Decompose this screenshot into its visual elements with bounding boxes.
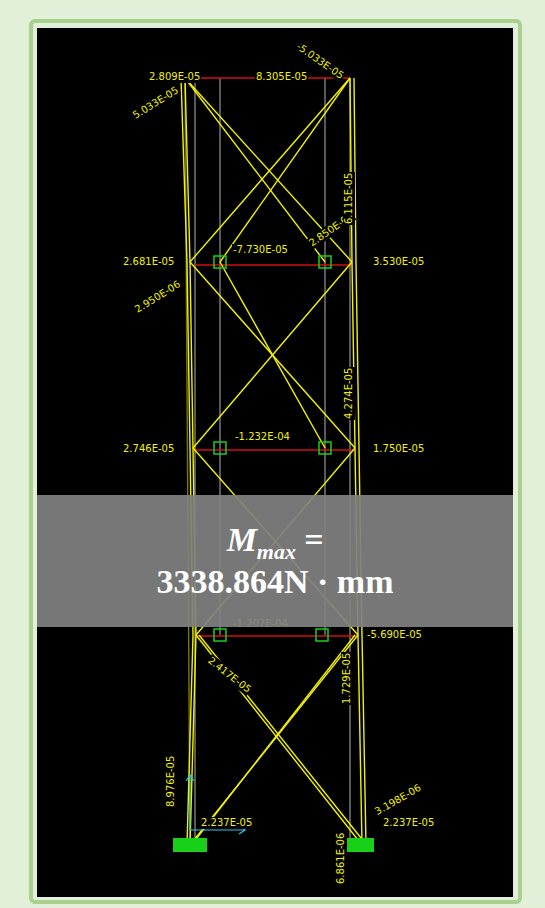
result-value: 3.530E-05 <box>372 256 425 268</box>
result-value: -1.232E-04 <box>234 431 291 443</box>
formula-text: M <box>227 521 257 559</box>
result-value: 2.809E-05 <box>148 71 201 83</box>
result-value: 1.729E-05 <box>341 652 353 705</box>
subscript-text: max <box>257 539 296 565</box>
result-value: 2.237E-05 <box>382 817 435 829</box>
result-value: 6.115E-05 <box>343 172 355 225</box>
result-value: 6.861E-06 <box>335 832 347 885</box>
result-value: -7.730E-05 <box>232 244 289 256</box>
result-value: 8.976E-05 <box>165 755 177 808</box>
viewport-background <box>37 28 513 897</box>
result-value: 2.746E-05 <box>122 443 175 455</box>
result-value: 2.681E-05 <box>122 256 175 268</box>
result-banner: Mmax = 3338.864N · mm <box>37 495 513 627</box>
result-value: 2.237E-05 <box>200 817 253 829</box>
formula-text: 3338.864N · mm <box>156 563 393 601</box>
formula-text: = <box>304 521 323 559</box>
result-value: 1.750E-05 <box>372 443 425 455</box>
result-value: -5.690E-05 <box>366 629 423 641</box>
result-value: 4.274E-05 <box>343 367 355 420</box>
result-value: 8.305E-05 <box>255 71 308 83</box>
